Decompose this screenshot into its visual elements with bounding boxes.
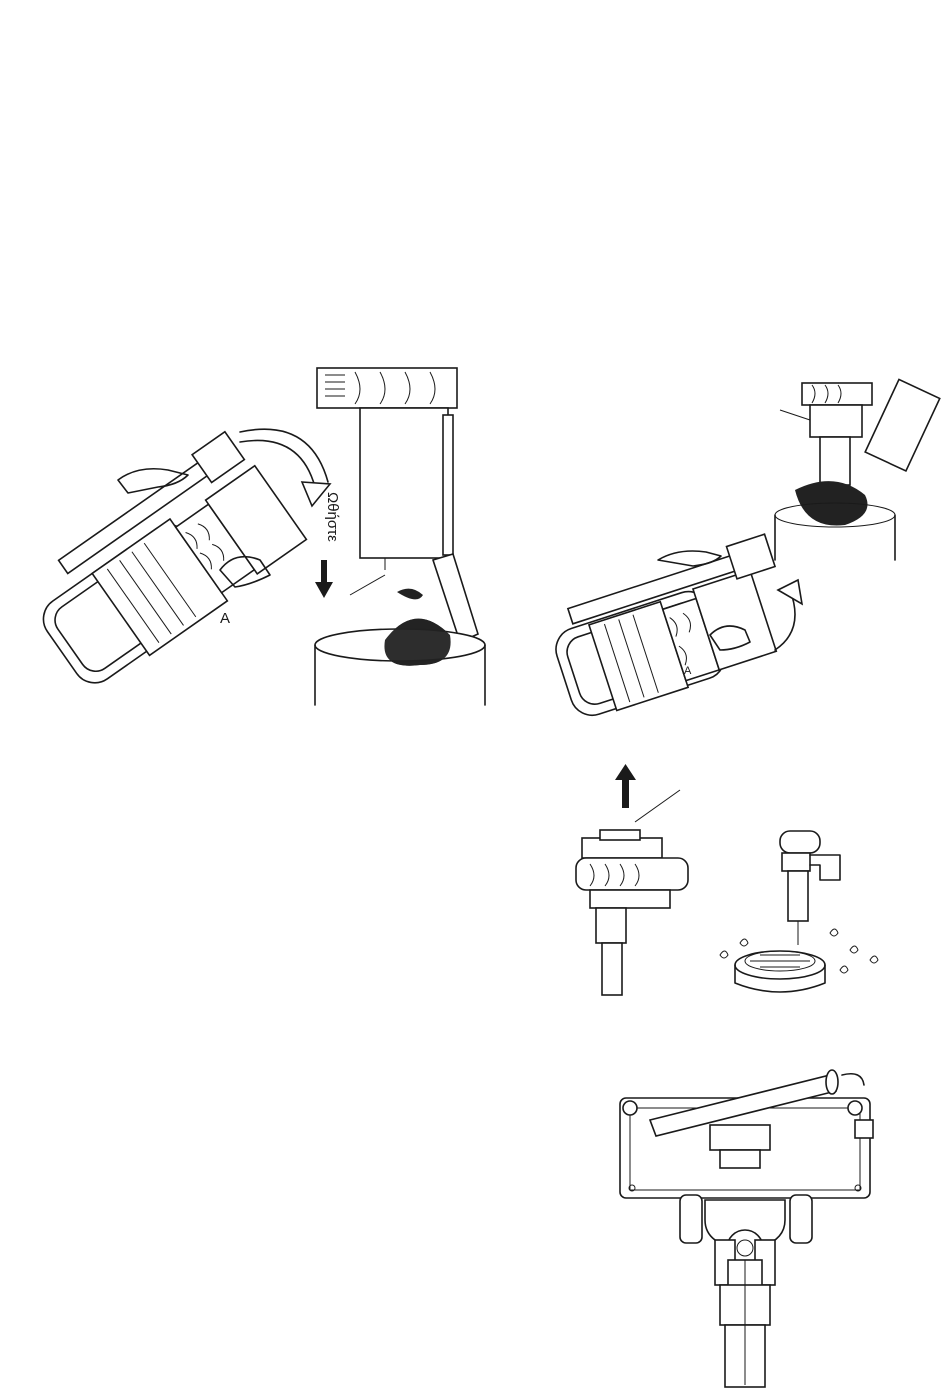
part-label-a-2: A [684, 665, 691, 677]
figure-wash-filter [710, 825, 890, 1000]
filter-assembly-illustration [570, 760, 700, 1000]
filter-cleaning-illustration [770, 375, 950, 560]
figure-remove-filter [570, 760, 700, 1000]
rotate-arrow-icon [775, 580, 802, 650]
tap-washing-illustration [710, 825, 890, 1000]
part-label-a: A [220, 610, 230, 627]
handheld-vacuum-illustration [30, 420, 310, 710]
handheld-vacuum-illustration-2 [550, 535, 810, 710]
figure-empty-bin-tilt: A [30, 420, 310, 710]
figure-open-bin: A [550, 535, 810, 710]
up-arrow-icon [615, 764, 636, 808]
floor-brush-illustration [610, 1060, 890, 1390]
figure-filter-shake [770, 375, 950, 560]
figure-floor-brush [610, 1060, 890, 1390]
figure-empty-bin-push: Ωθήστε [305, 360, 495, 705]
push-label: Ωθήστε [324, 492, 341, 542]
down-arrow-icon [315, 560, 333, 598]
